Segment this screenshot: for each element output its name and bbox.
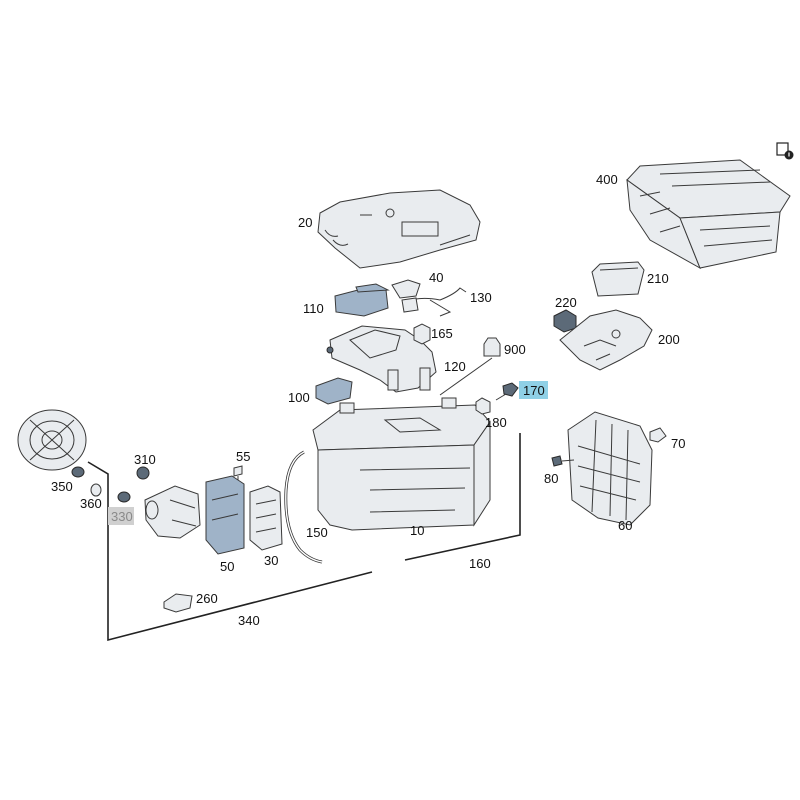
- clip-part-70[interactable]: [649, 427, 667, 443]
- label-160[interactable]: 160: [469, 556, 491, 571]
- fuse-box-part[interactable]: [249, 485, 283, 551]
- battery-module-part[interactable]: [626, 159, 791, 270]
- label-340[interactable]: 340: [238, 613, 260, 628]
- clip-part-260[interactable]: [163, 593, 193, 613]
- terminal-cover-part[interactable]: [334, 283, 390, 317]
- label-120[interactable]: 120: [444, 359, 466, 374]
- cap-part-330[interactable]: [117, 491, 131, 503]
- bracket-line-340: [87, 461, 373, 642]
- bracket-line-160: [404, 433, 521, 561]
- label-30[interactable]: 30: [264, 553, 278, 568]
- battery-part[interactable]: [312, 397, 491, 531]
- starter-motor-part[interactable]: [144, 485, 201, 539]
- terminal-part-900[interactable]: [439, 337, 501, 396]
- cap-part-350[interactable]: [71, 466, 85, 478]
- label-110[interactable]: 110: [303, 301, 324, 316]
- label-80[interactable]: 80: [544, 471, 558, 486]
- label-900[interactable]: 900: [504, 342, 526, 357]
- label-200[interactable]: 200: [658, 332, 680, 347]
- label-40[interactable]: 40: [429, 270, 443, 285]
- grommet-part-220[interactable]: [553, 309, 577, 333]
- label-50[interactable]: 50: [220, 559, 234, 574]
- terminal-bracket-part[interactable]: [326, 325, 437, 393]
- bolt-part-80[interactable]: [551, 455, 575, 467]
- label-220[interactable]: 220: [555, 295, 577, 310]
- label-330[interactable]: 330: [111, 509, 133, 524]
- label-360[interactable]: 360: [80, 496, 102, 511]
- label-55[interactable]: 55: [236, 449, 250, 464]
- label-400[interactable]: 400: [596, 172, 618, 187]
- battery-cover-part[interactable]: [317, 189, 481, 269]
- nut-part-165[interactable]: [413, 323, 431, 345]
- cap-part-310[interactable]: [136, 466, 150, 480]
- label-165[interactable]: 165: [431, 326, 453, 341]
- vent-cover-part[interactable]: [315, 377, 353, 405]
- grid-panel-part[interactable]: [567, 411, 653, 526]
- label-170[interactable]: 170: [523, 383, 545, 398]
- label-130[interactable]: 130: [470, 290, 492, 305]
- battery-cable-part[interactable]: [401, 287, 467, 317]
- bushing-part-360[interactable]: [90, 483, 102, 497]
- label-150[interactable]: 150: [306, 525, 328, 540]
- label-210[interactable]: 210: [647, 271, 669, 286]
- bracket-part-50[interactable]: [205, 475, 245, 555]
- alternator-part[interactable]: [17, 409, 87, 471]
- bushing-part-180[interactable]: [475, 397, 491, 415]
- document-info-icon[interactable]: [776, 142, 794, 160]
- label-350[interactable]: 350: [51, 479, 73, 494]
- label-20[interactable]: 20: [298, 215, 312, 230]
- bracket-part-200[interactable]: [559, 309, 653, 371]
- label-330-dimmed: [108, 507, 134, 525]
- label-60[interactable]: 60: [618, 518, 632, 533]
- label-10[interactable]: 10: [410, 523, 424, 538]
- box-part-210[interactable]: [591, 261, 645, 297]
- clip-part-170[interactable]: [495, 382, 519, 401]
- label-310[interactable]: 310: [134, 452, 156, 467]
- label-100[interactable]: 100: [288, 390, 310, 405]
- cable-part-150[interactable]: [284, 450, 323, 564]
- label-260[interactable]: 260: [196, 591, 218, 606]
- label-70[interactable]: 70: [671, 436, 685, 451]
- clip-part-40[interactable]: [391, 279, 421, 299]
- label-180[interactable]: 180: [485, 415, 507, 430]
- label-170-highlight: [519, 381, 548, 399]
